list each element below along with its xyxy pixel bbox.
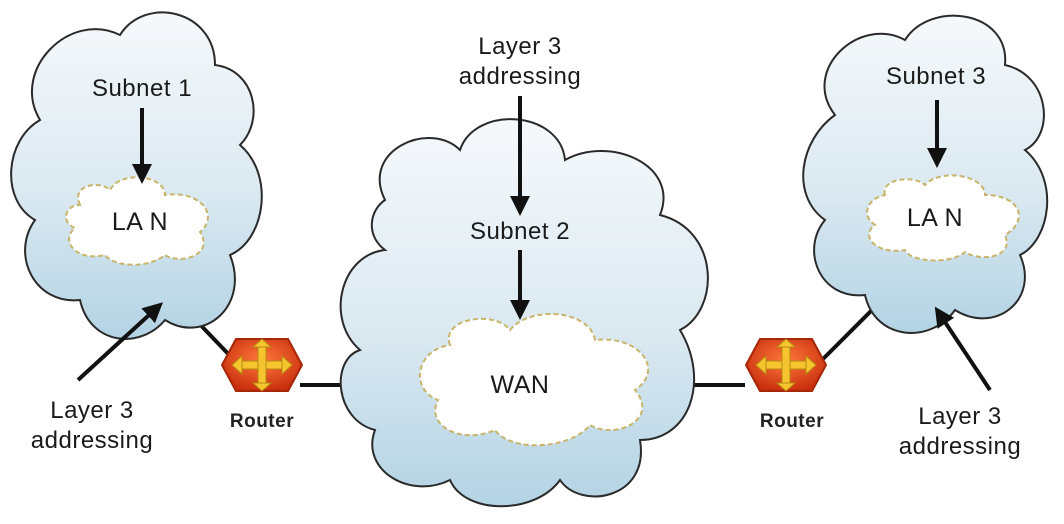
subnet-3-label: Subnet 3 [885,63,987,90]
layer3-addressing-label-top: Layer 3 addressing [458,33,582,90]
arrows [76,96,992,392]
layer3-addressing-label-left: Layer 3 addressing [30,397,154,454]
wan-inner-cloud [418,313,649,447]
subnet-2-label: Subnet 2 [469,218,571,245]
lan1-inner-cloud [65,176,209,266]
layer3-addressing-label-right: Layer 3 addressing [898,403,1022,460]
router-2-label: Router [759,411,825,432]
router-1-icon [220,338,304,392]
lan3-inner-cloud [866,174,1020,262]
lan-1-label: LA N [111,208,169,236]
subnet1-cloud [10,11,263,340]
subnet-1-label: Subnet 1 [91,75,193,102]
lan-3-label: LA N [906,204,964,232]
wan-label: WAN [490,371,550,399]
subnet2-cloud [339,118,709,508]
router-1-label: Router [229,411,295,432]
arrow-addressing-to-subnet1 [76,302,163,382]
arrow-addressing-to-subnet3 [934,306,992,392]
router-2-icon [744,338,828,392]
